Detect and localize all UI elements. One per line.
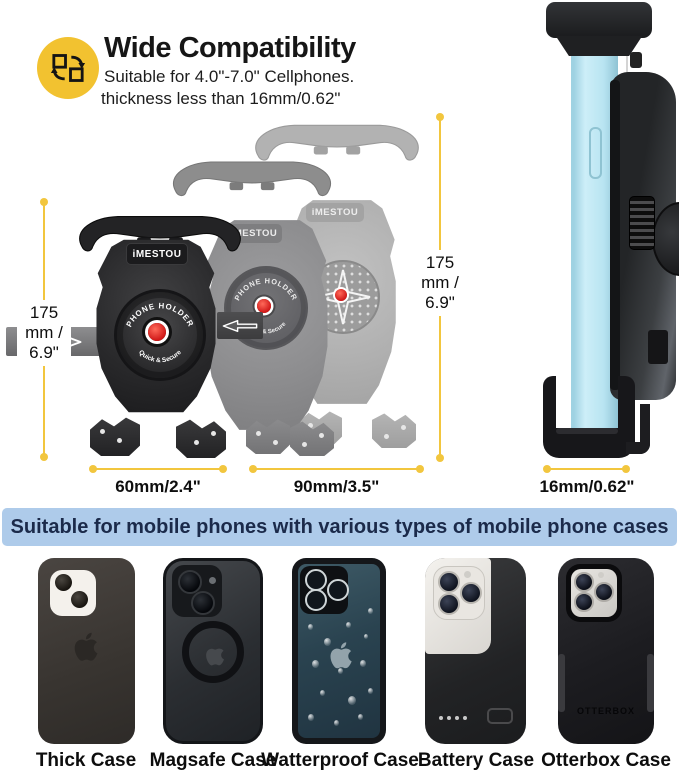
swap-squares-glyph: [50, 54, 86, 82]
led-dot: [439, 716, 443, 720]
phone-side-button: [589, 127, 602, 179]
phone-corner-cutout: [425, 558, 491, 654]
holder-foot: [176, 418, 226, 458]
case-thick: [38, 558, 135, 744]
ghost-top-clamp-light: [255, 124, 419, 161]
dim-line-width-small: [89, 465, 227, 473]
camera-plate: [50, 570, 96, 616]
star-icon: [315, 269, 371, 325]
dial-text: PHONE HOLDER Quick & Secure: [124, 301, 194, 365]
brand-plate: iMESTOU: [126, 243, 188, 265]
holder-foot: [90, 417, 140, 456]
dim-line-width-large: [249, 465, 424, 473]
ghost-top-clamp-mid: [173, 161, 331, 197]
grip-notch: [647, 654, 654, 712]
dial-bottom-text: Quick & Secure: [137, 349, 183, 365]
dim-line-thickness: [543, 465, 630, 473]
dim-label-height-left: 175 mm / 6.9": [17, 300, 71, 367]
led-dot: [455, 716, 459, 720]
side-top-clamp-jaw: [555, 36, 643, 56]
case-label-thick: Thick Case: [35, 750, 137, 771]
bottom-cradle: [543, 376, 635, 458]
svg-text:Quick & Secure: Quick & Secure: [137, 349, 183, 365]
case-label-otterbox: Otterbox Case: [541, 750, 671, 771]
case-waterproof: [292, 558, 386, 744]
case-label-waterproof: Watterproof Case: [261, 750, 419, 771]
brand-text: iMESTOU: [311, 207, 359, 218]
svg-text:PHONE HOLDER: PHONE HOLDER: [232, 276, 299, 302]
camera-lens: [305, 589, 327, 611]
camera-lens: [305, 569, 327, 591]
charging-leds: [439, 716, 469, 721]
waterproof-back-panel: [298, 564, 380, 738]
camera-flash: [209, 577, 216, 584]
case-label-magsafe: Magsafe Case: [149, 750, 277, 771]
headline-subtitle-1: Suitable for 4.0"-7.0" Cellphones.: [104, 67, 355, 86]
camera-lens: [327, 579, 349, 601]
slide-tab-left-arrow: [217, 312, 263, 339]
dim-label-width-small: 60mm/2.4": [115, 477, 201, 496]
holder-side-arm: [610, 80, 620, 390]
brand-text: iMESTOU: [230, 228, 278, 239]
camera-lens: [191, 591, 215, 615]
side-latch: [648, 330, 668, 364]
ridged-dial-knob: [629, 196, 655, 250]
side-top-clamp-nub: [630, 52, 642, 68]
apple-logo-icon: [74, 632, 98, 661]
camera-module: [300, 566, 349, 614]
cradle-lip: [556, 428, 618, 434]
cradle-hook: [626, 404, 650, 454]
camera-lens: [55, 574, 72, 591]
power-button-outline: [487, 708, 513, 724]
camera-lens: [594, 582, 614, 602]
apple-logo-icon: [330, 642, 352, 669]
led-dot: [463, 716, 467, 720]
red-release-button: [148, 323, 166, 341]
camera-lens: [438, 571, 460, 593]
magsafe-ring: [182, 621, 244, 683]
camera-lens: [460, 582, 482, 604]
ghost-red-button: [257, 299, 271, 313]
dim-label-width-large: 90mm/3.5": [293, 477, 380, 496]
headline-subtitle-2: thickness less than 16mm/0.62": [101, 89, 341, 108]
banner-text: Suitable for mobile phones with various …: [10, 515, 669, 538]
dial-top-text: PHONE HOLDER: [232, 276, 298, 302]
phone-camera-plate: [571, 569, 617, 617]
camera-module: [172, 565, 222, 617]
dim-label-height-right: 175 mm / 6.9": [412, 250, 468, 317]
camera-flash: [464, 571, 471, 578]
ghost-red-button: [335, 289, 347, 301]
camera-lens: [178, 570, 202, 594]
case-label-battery: Battery Case: [417, 750, 535, 771]
case-otterbox: OTTERBOX: [558, 558, 654, 744]
dim-label-thickness: 16mm/0.62": [539, 477, 635, 496]
side-top-clamp: [546, 2, 652, 38]
compatibility-swap-icon: [37, 37, 99, 99]
compatibility-banner: Suitable for mobile phones with various …: [2, 508, 677, 546]
camera-lens: [438, 593, 460, 615]
brand-text: iMESTOU: [132, 248, 182, 260]
case-battery: [425, 558, 526, 744]
camera-lens: [71, 591, 88, 608]
camera-opening: [566, 564, 622, 622]
headline: Wide Compatibility: [104, 32, 356, 64]
otterbox-brand-text: OTTERBOX: [576, 706, 635, 716]
camera-module: [433, 566, 485, 620]
camera-lens: [574, 572, 594, 592]
ghost-brand-plate: iMESTOU: [306, 203, 364, 222]
case-magsafe: [163, 558, 263, 744]
arrow-left-icon: [222, 319, 258, 332]
led-dot: [447, 716, 451, 720]
camera-lens: [574, 592, 594, 612]
camera-flash: [598, 572, 604, 578]
grip-notch: [558, 654, 565, 712]
ghost-foot: [372, 412, 416, 448]
